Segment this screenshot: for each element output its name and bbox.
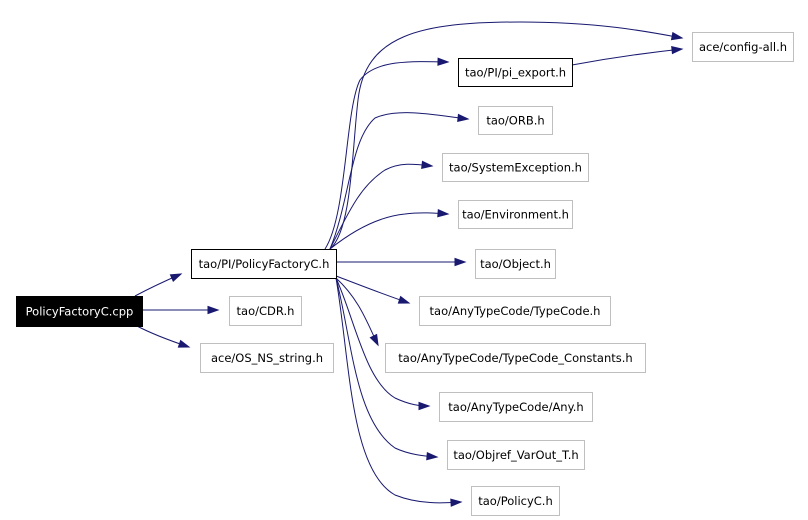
node-label: tao/PolicyC.h	[478, 494, 553, 508]
edge-line	[335, 277, 438, 458]
node-environment-h[interactable]: tao/Environment.h	[458, 200, 573, 229]
edge-line	[335, 277, 430, 407]
edge-policyfactoryc-h-to-orb-h	[329, 112, 470, 250]
arrowhead	[670, 31, 684, 41]
edge-line	[335, 277, 462, 504]
arrowhead	[421, 160, 434, 169]
edge-policyfactoryc-h-to-object-h	[336, 257, 467, 267]
node-label: PolicyFactoryC.cpp	[26, 305, 134, 319]
node-box	[439, 392, 593, 422]
edge-policyfactoryc-cpp-to-policyfactoryc-h	[134, 273, 183, 297]
node-box	[419, 296, 611, 326]
node-box	[692, 32, 794, 62]
node-policyc-h[interactable]: tao/PolicyC.h	[471, 486, 560, 516]
node-box	[458, 200, 573, 229]
node-policyfactoryc-cpp: PolicyFactoryC.cpp	[16, 296, 143, 327]
edge-line	[324, 61, 449, 250]
node-box	[442, 153, 589, 182]
edge-policyfactoryc-h-to-typecode-constants-h	[335, 277, 379, 347]
node-box	[200, 343, 334, 373]
arrowhead	[671, 45, 684, 55]
arrowhead	[426, 451, 439, 461]
arrowhead	[397, 295, 411, 304]
node-box	[458, 58, 573, 87]
edge-policyfactoryc-h-to-config-all-h	[329, 21, 684, 250]
node-box	[478, 106, 553, 135]
node-os-ns-string-h[interactable]: ace/OS_NS_string.h	[200, 343, 334, 373]
edge-line	[329, 163, 433, 250]
node-pi-export-h[interactable]: tao/PI/pi_export.h	[458, 58, 573, 87]
arrowhead	[457, 113, 470, 123]
node-box	[385, 343, 646, 373]
arrowhead	[450, 498, 463, 507]
node-label: tao/AnyTypeCode/Any.h	[448, 400, 583, 414]
node-label: tao/SystemException.h	[449, 161, 582, 175]
node-systemexception-h[interactable]: tao/SystemException.h	[442, 153, 589, 182]
node-label: tao/Environment.h	[462, 208, 569, 222]
edge-line	[329, 212, 449, 250]
edge-line	[329, 21, 683, 250]
node-label: tao/CDR.h	[237, 304, 295, 318]
arrowhead	[437, 209, 450, 218]
node-label: tao/AnyTypeCode/TypeCode_Constants.h	[398, 351, 632, 365]
edge-line	[571, 48, 683, 66]
arrowhead	[169, 273, 183, 283]
node-any-h[interactable]: tao/AnyTypeCode/Any.h	[439, 392, 593, 422]
arrowhead	[369, 333, 379, 347]
node-label: tao/AnyTypeCode/TypeCode.h	[430, 304, 601, 318]
arrowhead	[454, 257, 467, 267]
arrowhead	[207, 305, 220, 315]
node-box	[191, 249, 337, 279]
node-objref-varout-t-h[interactable]: tao/Objref_VarOut_T.h	[447, 440, 585, 470]
nodes-layer: PolicyFactoryC.cpp tao/PI/PolicyFactoryC.…	[16, 32, 794, 516]
node-label: ace/config-all.h	[699, 40, 787, 54]
arrowhead	[437, 57, 450, 66]
node-cdr-h[interactable]: tao/CDR.h	[229, 296, 302, 326]
edge-policyfactoryc-h-to-any-h	[335, 277, 431, 411]
node-object-h[interactable]: tao/Object.h	[475, 249, 556, 279]
edge-policyfactoryc-h-to-typecode-h	[335, 275, 411, 304]
edges-layer	[134, 21, 684, 507]
edge-policyfactoryc-h-to-objref-varout-t-h	[335, 277, 439, 461]
edge-policyfactoryc-h-to-policyc-h	[335, 277, 463, 507]
node-policyfactoryc-h[interactable]: tao/PI/PolicyFactoryC.h	[191, 249, 337, 279]
node-label: tao/Objref_VarOut_T.h	[453, 448, 578, 462]
node-label: tao/Object.h	[480, 257, 551, 271]
node-typecode-h[interactable]: tao/AnyTypeCode/TypeCode.h	[419, 296, 611, 326]
edge-policyfactoryc-h-to-pi-export-h	[324, 57, 450, 250]
edge-pi-export-h-to-config-all-h	[571, 45, 684, 66]
node-box	[16, 296, 143, 327]
node-box	[229, 296, 302, 326]
node-label: ace/OS_NS_string.h	[211, 351, 323, 365]
node-box	[475, 249, 556, 279]
node-orb-h[interactable]: tao/ORB.h	[478, 106, 553, 135]
edge-policyfactoryc-cpp-to-os-ns-string-h	[134, 324, 191, 348]
node-label: tao/ORB.h	[486, 114, 544, 128]
node-box	[471, 486, 560, 516]
arrowhead	[177, 339, 191, 348]
node-config-all-h[interactable]: ace/config-all.h	[692, 32, 794, 62]
node-typecode-constants-h[interactable]: tao/AnyTypeCode/TypeCode_Constants.h	[385, 343, 646, 373]
node-box	[447, 440, 585, 470]
edge-line	[329, 112, 469, 250]
node-label: tao/PI/pi_export.h	[465, 66, 566, 80]
edge-policyfactoryc-h-to-systemexception-h	[329, 160, 434, 250]
edge-policyfactoryc-cpp-to-cdr-h	[142, 305, 220, 315]
node-label: tao/PI/PolicyFactoryC.h	[199, 257, 330, 271]
arrowhead	[418, 401, 431, 411]
edge-policyfactoryc-h-to-environment-h	[329, 209, 450, 250]
